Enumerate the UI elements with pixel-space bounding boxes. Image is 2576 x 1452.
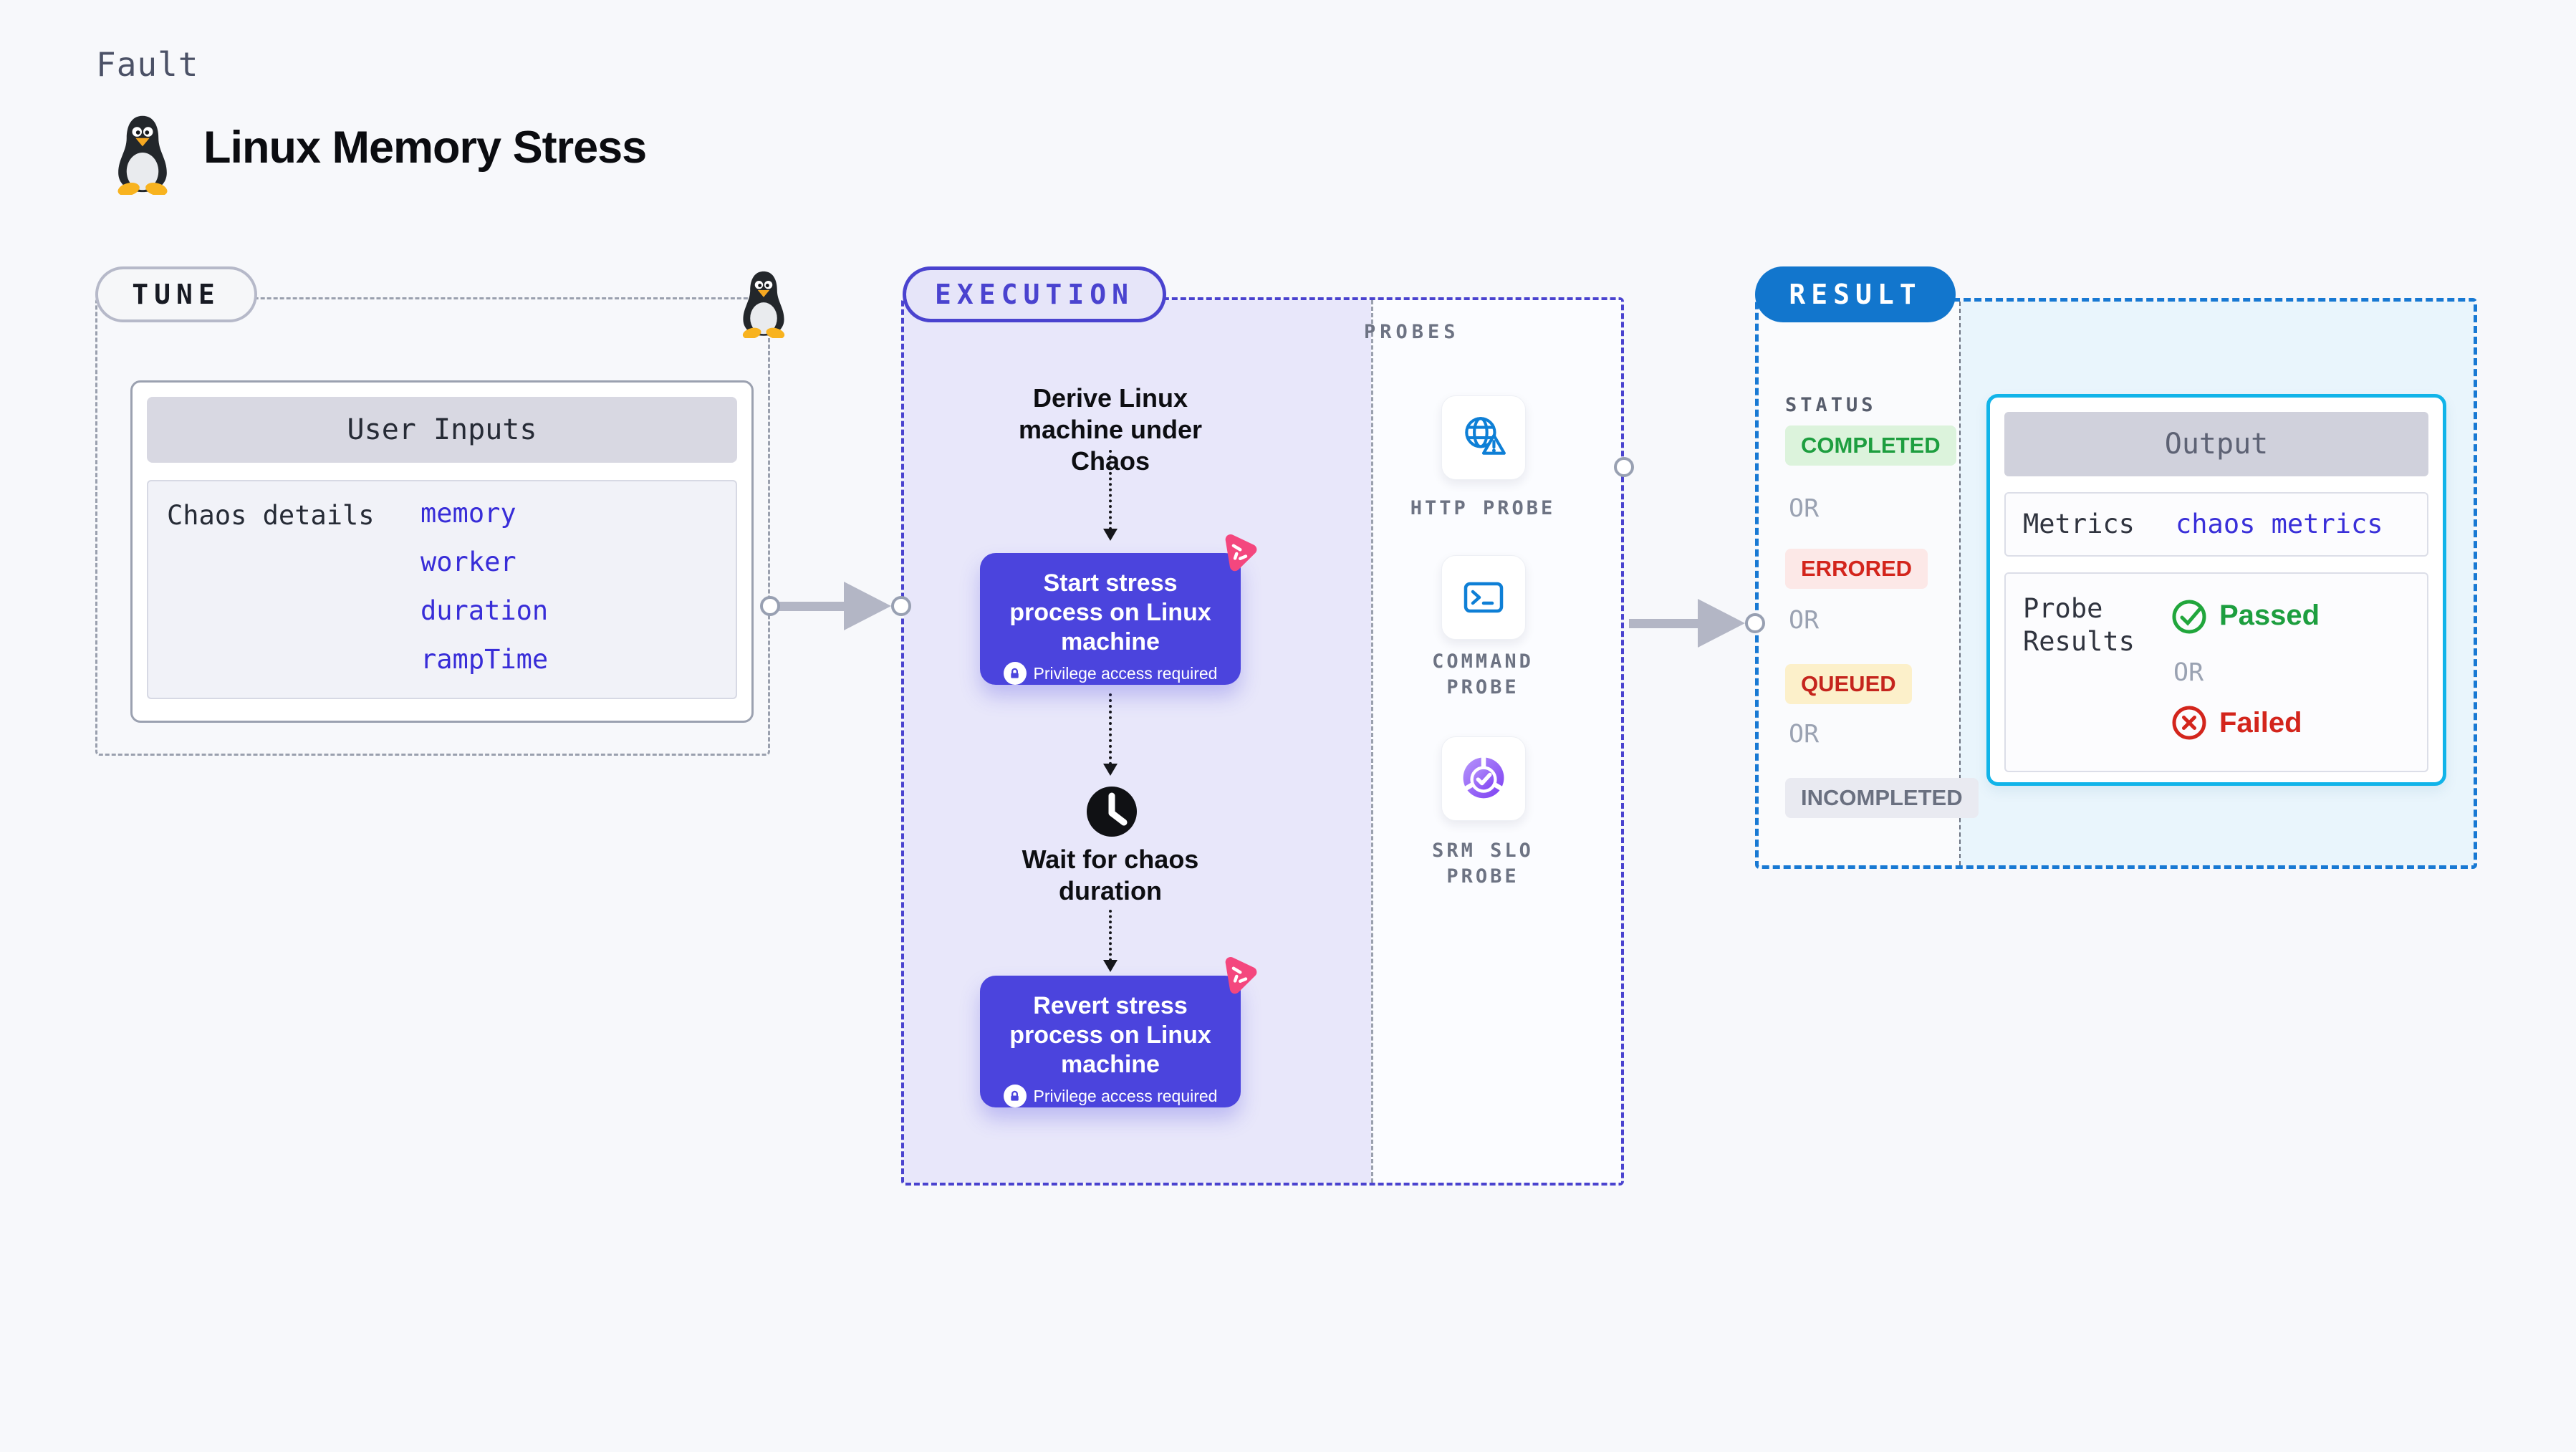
srm-slo-probe-label: SRM SLO PROBE [1432,840,1534,888]
flow-arrowhead-2 [1103,764,1118,776]
metrics-value: chaos metrics [2176,509,2383,539]
lock-icon-2 [1003,1085,1027,1107]
input-worker: worker [420,547,516,577]
passed-label: Passed [2219,600,2320,631]
connector-anchor-execution-left [891,596,911,616]
chaos-details-panel: Chaos details memory worker duration ram… [147,480,737,699]
connector-anchor-tune-right [760,596,780,616]
failed-label: Failed [2219,707,2302,739]
chaos-experiment-icon [1225,534,1257,572]
probes-title: PROBES [1364,321,1460,343]
connector-anchor-result-left [1745,613,1765,633]
wait-duration-node: Wait for chaos duration [1022,845,1199,905]
or-separator-1: OR [1789,494,1820,523]
page-title: Linux Memory Stress [203,122,647,173]
output-title: Output [2004,412,2428,476]
arrow-tune-to-execution [775,582,891,630]
status-badge-errored: ERRORED [1785,549,1928,589]
privilege-row-2: Privilege access required [1000,1085,1221,1107]
flow-arrow-3 [1109,910,1112,961]
tune-section-box [95,297,770,756]
privilege-row: Privilege access required [1000,662,1221,685]
status-title: STATUS [1785,394,1877,416]
revert-stress-label: Revert stress process on Linux machine [1009,992,1211,1078]
metrics-label: Metrics [2023,509,2135,539]
globe-alert-icon [1465,417,1506,455]
arrow-execution-to-result [1629,599,1745,648]
revert-stress-node[interactable]: Revert stress process on Linux machine P… [980,976,1241,1107]
privilege-text: Privilege access required [1033,663,1218,683]
flow-arrow-1 [1109,450,1112,530]
linux-tux-icon [117,115,168,195]
probe-results-label: Probe Results [2023,593,2135,657]
status-badge-queued: QUEUED [1785,664,1912,704]
or-separator-3: OR [1789,720,1820,749]
chaos-details-label: Chaos details [167,500,375,531]
command-probe-label: COMMAND PROBE [1432,650,1534,698]
wait-clock-icon [1087,787,1137,837]
flow-arrowhead-1 [1103,529,1118,541]
result-pill: RESULT [1755,266,1956,322]
linux-tux-small-icon [742,271,785,338]
http-probe-label: HTTP PROBE [1410,497,1556,519]
flow-arrow-2 [1109,693,1112,765]
privilege-text-2: Privilege access required [1033,1086,1218,1105]
or-separator-2: OR [1789,606,1820,635]
lock-icon [1003,662,1027,685]
status-badge-incompleted: INCOMPLETED [1785,778,1979,818]
metrics-row: Metrics chaos metrics [2004,492,2428,557]
command-probe-card[interactable] [1441,555,1526,640]
start-stress-node[interactable]: Start stress process on Linux machine Pr… [980,553,1241,685]
output-card: Output Metrics chaos metrics Probe Resul… [1986,394,2446,786]
input-ramptime: rampTime [420,644,549,675]
tune-pill: TUNE [95,266,257,322]
or-separator-output: OR [2173,658,2204,687]
execution-pill: EXECUTION [903,266,1166,322]
srm-slo-probe-card[interactable] [1441,736,1526,821]
input-memory: memory [420,498,516,529]
connector-anchor-probes-right [1614,457,1634,477]
terminal-icon [1464,582,1504,613]
input-duration: duration [420,595,549,626]
chaos-input-list: memory worker duration rampTime [420,500,548,695]
http-probe-card[interactable] [1441,395,1526,480]
probe-results-row: Probe Results Passed OR Failed [2004,572,2428,772]
flow-arrowhead-3 [1103,960,1118,972]
passed-check-icon [2172,600,2206,634]
fault-kicker: Fault [96,45,199,84]
start-stress-label: Start stress process on Linux machine [1009,569,1211,655]
chaos-experiment-icon-2 [1225,957,1257,994]
failed-x-icon [2172,706,2206,740]
user-inputs-card: User Inputs Chaos details memory worker … [130,380,754,723]
user-inputs-title: User Inputs [147,397,737,463]
slo-donut-check-icon [1462,756,1505,799]
status-badge-completed: COMPLETED [1785,425,1956,466]
